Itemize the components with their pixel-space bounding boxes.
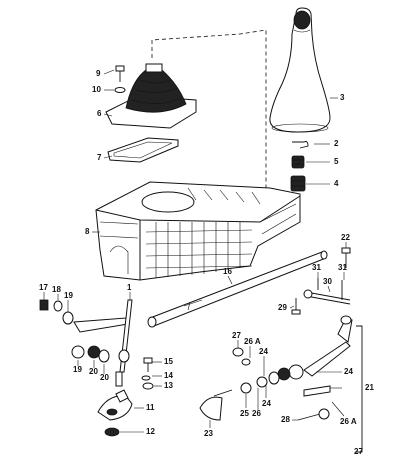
- callout-22: 22: [341, 233, 350, 242]
- spring-sleeve-4: [290, 175, 306, 192]
- washer-10: [114, 87, 126, 93]
- callout-28: 28: [281, 415, 290, 424]
- callout-19a: 19: [64, 291, 73, 300]
- callout-8: 8: [85, 227, 90, 236]
- callout-7: 7: [97, 153, 102, 162]
- housing-grid: [99, 187, 297, 278]
- joint-assembly-21: [240, 315, 353, 397]
- shift-boot: [105, 63, 197, 129]
- callout-3: 3: [340, 93, 345, 102]
- washer-14: [141, 375, 151, 381]
- ball-joint-23: [199, 389, 233, 421]
- callout-21: 21: [365, 383, 374, 392]
- callout-20b: 20: [100, 373, 109, 382]
- nut-12: [104, 427, 120, 437]
- callout-6: 6: [97, 109, 102, 118]
- callout-27b: 27: [354, 447, 363, 456]
- nut-13: [142, 382, 154, 390]
- nut-27-top: [232, 347, 251, 366]
- callout-24a: 24: [259, 347, 268, 356]
- callout-29: 29: [278, 303, 287, 312]
- callout-14: 14: [164, 371, 173, 380]
- bushing-19-20-lower: [71, 345, 110, 363]
- callout-23: 23: [204, 429, 213, 438]
- spring-sleeve-5: [291, 155, 305, 169]
- callout-25: 25: [240, 409, 249, 418]
- callout-24c: 24: [262, 399, 271, 408]
- group-bracket-21: [356, 325, 363, 453]
- shift-rod-16: [147, 250, 328, 328]
- callout-15: 15: [164, 357, 173, 366]
- callout-10: 10: [92, 85, 101, 94]
- screw-28: [297, 408, 330, 421]
- callout-17: 17: [39, 283, 48, 292]
- callout-13: 13: [164, 381, 173, 390]
- screw-29: [291, 298, 301, 315]
- bracket-11: [97, 389, 133, 421]
- callout-16: 16: [223, 267, 232, 276]
- callout-26: 26: [252, 409, 261, 418]
- callout-26ab: 26 A: [340, 417, 357, 426]
- callout-19b: 19: [73, 365, 82, 374]
- callout-24b: 24: [344, 367, 353, 376]
- clip-2: [292, 141, 309, 149]
- callout-26aa: 26 A: [244, 337, 261, 346]
- screw-15: [143, 357, 153, 372]
- callout-9: 9: [96, 69, 101, 78]
- callout-5: 5: [334, 157, 339, 166]
- callout-31a: 31: [312, 263, 321, 272]
- leader-lines: [43, 69, 347, 433]
- shift-lever-1: [73, 299, 133, 387]
- callout-2: 2: [334, 139, 339, 148]
- callout-27a: 27: [232, 331, 241, 340]
- shift-housing-8: [95, 181, 301, 281]
- callout-20a: 20: [89, 367, 98, 376]
- screw-9: [115, 65, 125, 82]
- callout-30: 30: [323, 277, 332, 286]
- callout-31b: 31: [338, 263, 347, 272]
- link-rod-30: [303, 278, 351, 305]
- callout-12: 12: [146, 427, 155, 436]
- callout-18: 18: [52, 285, 61, 294]
- callout-11: 11: [146, 403, 155, 412]
- gasket-7: [107, 137, 179, 163]
- callout-4: 4: [334, 179, 339, 188]
- shift-knob: [269, 7, 331, 133]
- callout-1: 1: [127, 283, 132, 292]
